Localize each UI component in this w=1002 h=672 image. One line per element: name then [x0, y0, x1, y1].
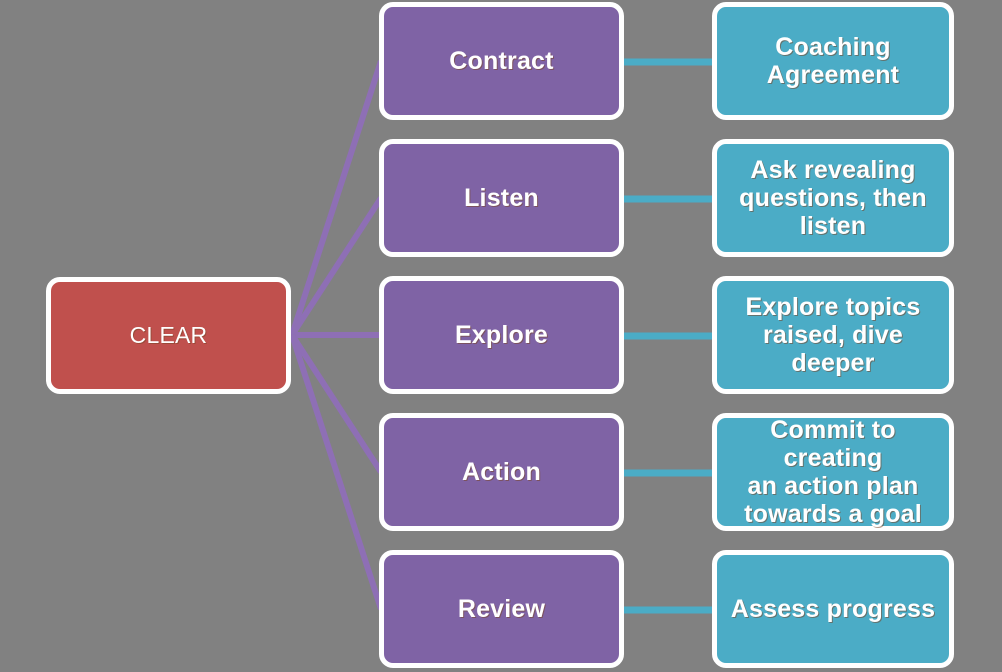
connector-clear-to-review [289, 334, 384, 610]
node-detail-explore-topics[interactable]: Explore topics raised, dive deeper [712, 276, 954, 394]
node-label: Listen [464, 184, 539, 212]
node-label: Explore [454, 321, 549, 349]
node-stage-review[interactable]: Review [379, 550, 624, 668]
node-detail-assess-progress[interactable]: Assess progress [712, 550, 954, 668]
node-label: CLEAR [129, 321, 208, 348]
connector-clear-to-listen [289, 196, 384, 337]
node-label: Assess progress [730, 595, 936, 623]
node-stage-contract[interactable]: Contract [379, 2, 624, 120]
node-detail-ask-revealing-questions[interactable]: Ask revealing questions, then listen [712, 139, 954, 257]
node-clear-root[interactable]: CLEAR [46, 277, 291, 394]
node-label: Contract [449, 47, 554, 75]
node-label: Ask revealing questions, then listen [739, 156, 927, 240]
node-stage-action[interactable]: Action [379, 413, 624, 531]
connector-clear-to-contract [289, 60, 384, 336]
detail-connector-group [621, 58, 716, 614]
node-detail-commit-action-plan[interactable]: Commit to creating an action plan toward… [712, 413, 954, 531]
node-stage-listen[interactable]: Listen [379, 139, 624, 257]
node-label: Explore topics raised, dive deeper [745, 293, 921, 377]
node-label: Commit to creating an action plan toward… [744, 416, 922, 528]
node-label: Action [462, 458, 541, 486]
node-label: Review [457, 595, 546, 623]
node-detail-coaching-agreement[interactable]: Coaching Agreement [712, 2, 954, 120]
stage-connector-group [289, 60, 384, 610]
node-label: Coaching Agreement [766, 33, 900, 89]
node-stage-explore[interactable]: Explore [379, 276, 624, 394]
connector-clear-to-action [289, 333, 384, 474]
